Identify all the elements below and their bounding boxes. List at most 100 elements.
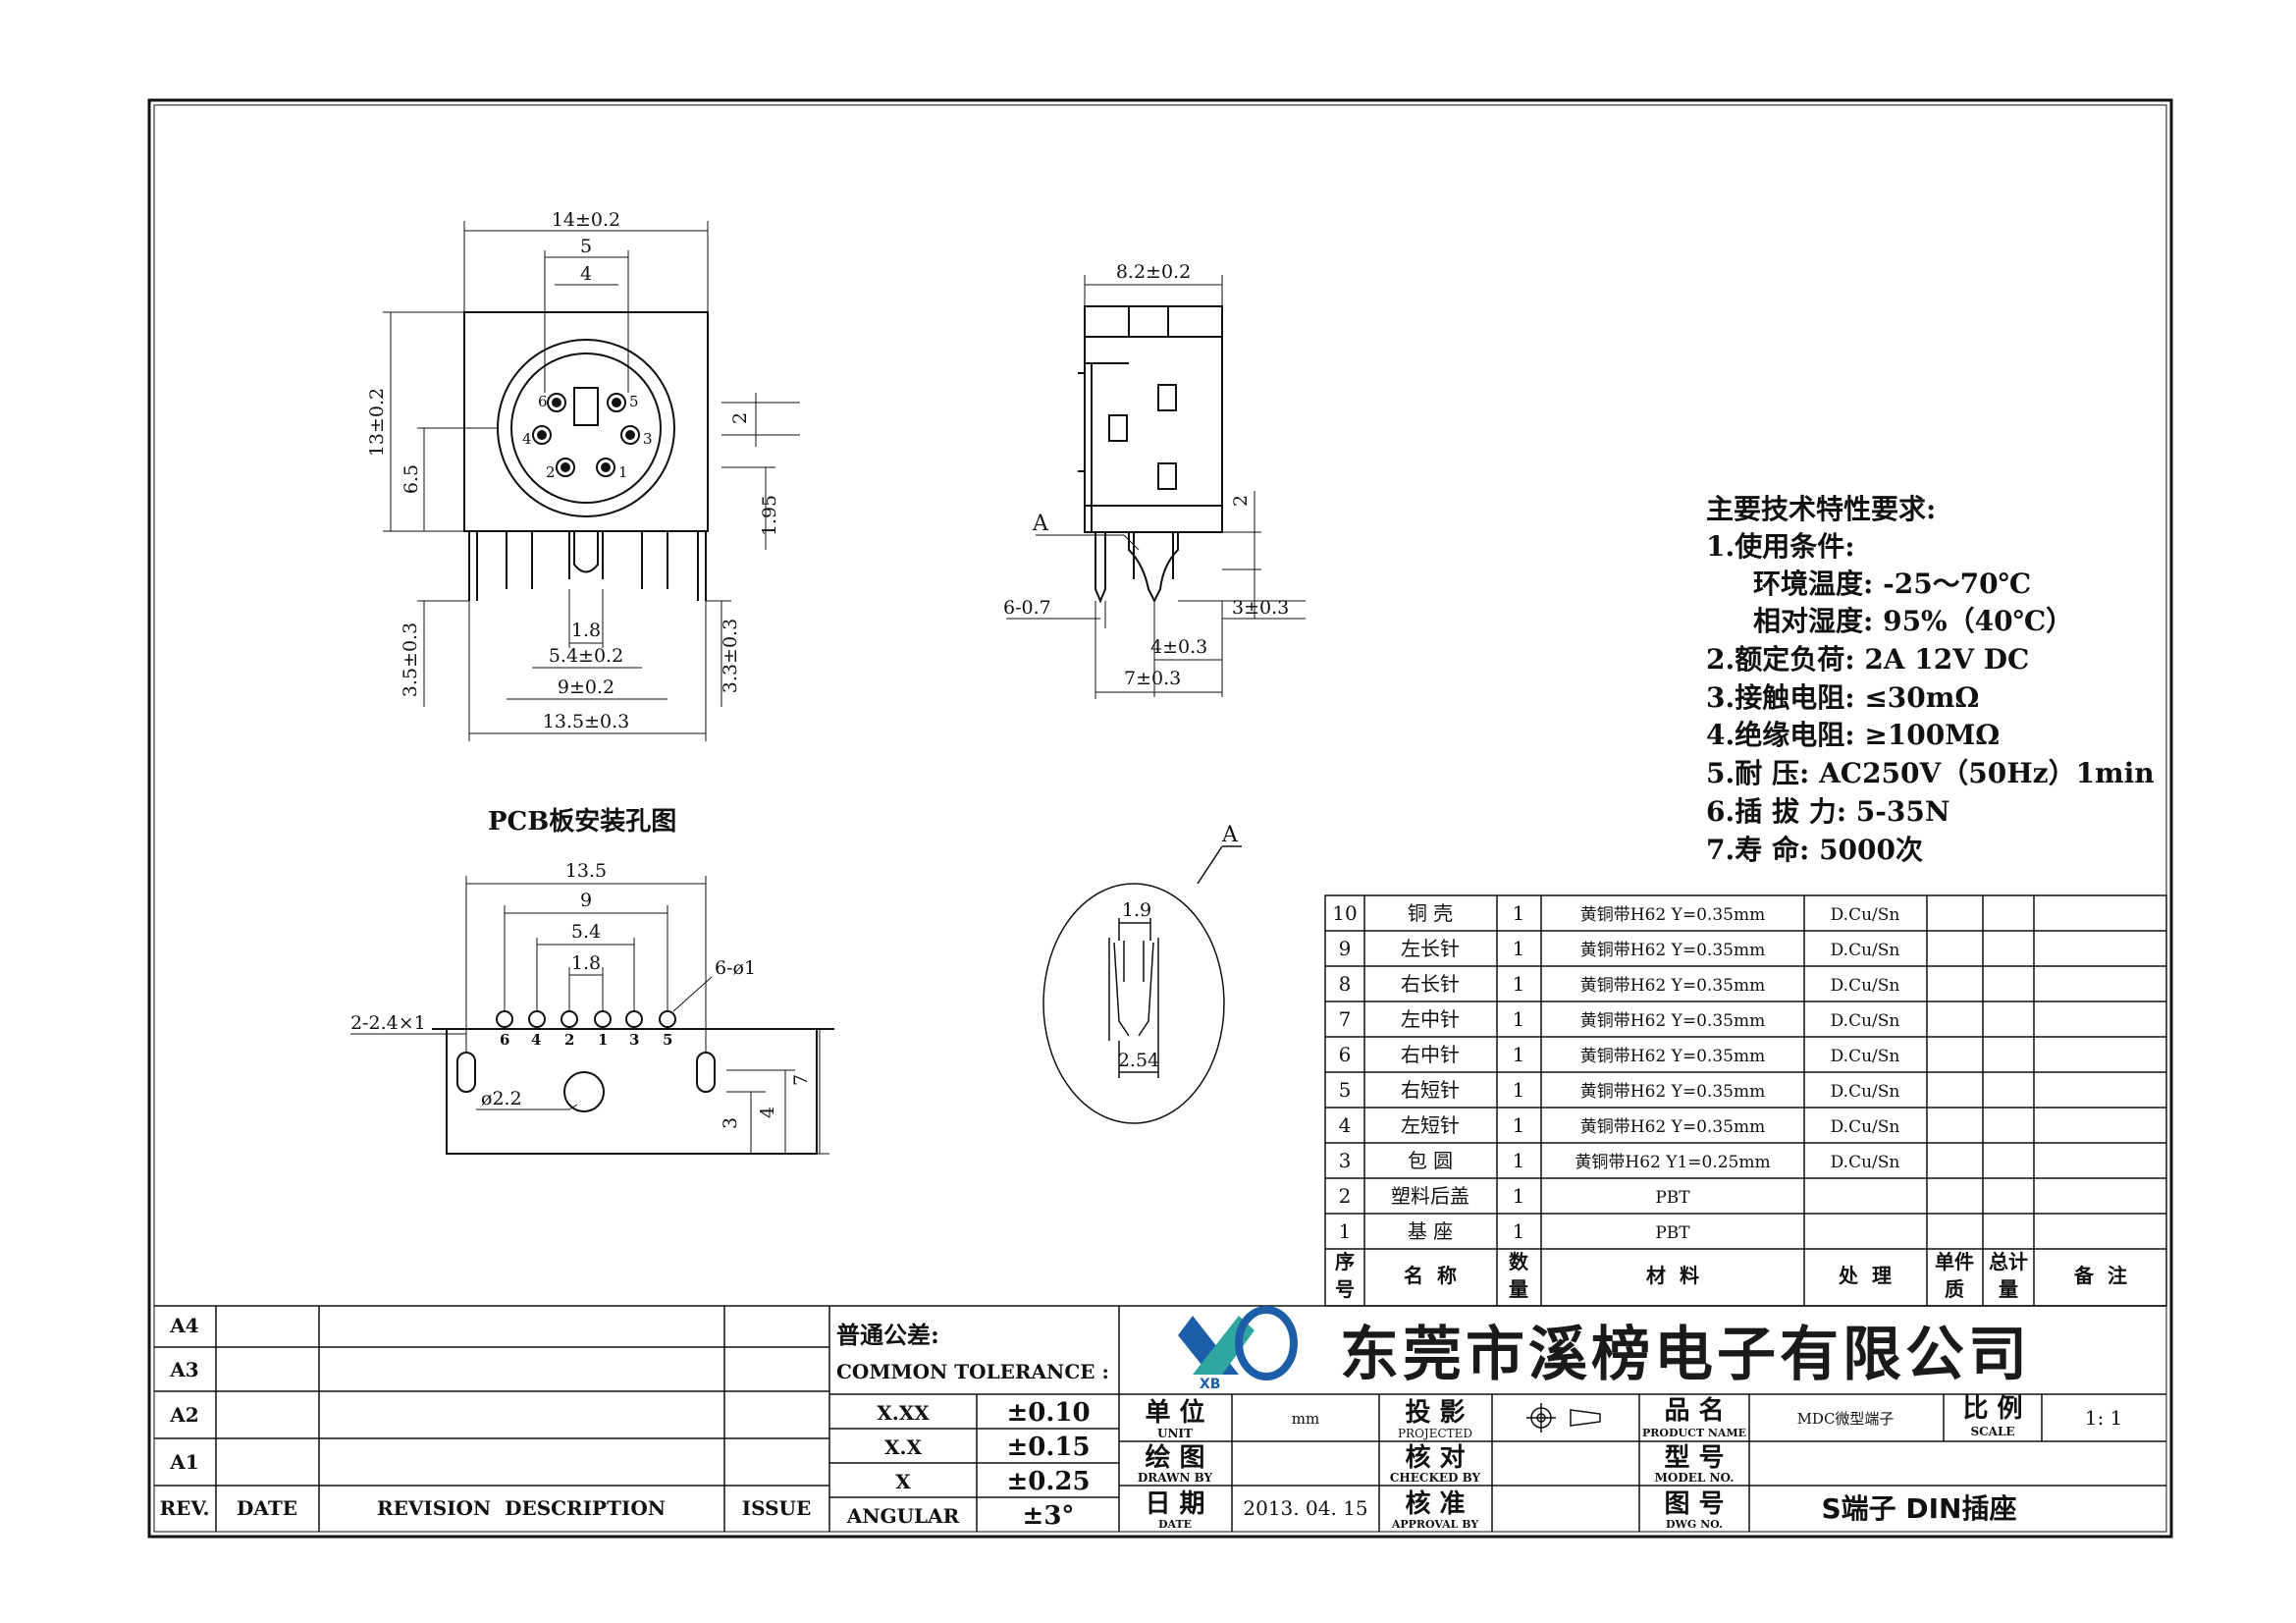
approval-label-en: APPROVAL BY <box>1391 1518 1478 1531</box>
company-logo: XB <box>1178 1306 1298 1392</box>
bom-cell-material: 黄铜带H62 Y=0.35mm <box>1580 1047 1765 1066</box>
rev-header-issue: ISSUE <box>742 1496 812 1520</box>
bom-cell-no: 3 <box>1339 1149 1352 1172</box>
bom-cell-finish: D.Cu/Sn <box>1831 1047 1900 1066</box>
side-view-labels: 8.2±0.2 A 6-0.7 2 3±0.3 4±0.3 7±0.3 <box>1003 261 1289 689</box>
model-label-en: MODEL NO. <box>1655 1471 1735 1485</box>
pcb-dim-3: 3 <box>720 1117 741 1129</box>
unit-label-en: UNIT <box>1157 1427 1193 1440</box>
bom-header: 序 号 名 称 数 量 材 料 处 理 单件 质 总计 量 备 注 <box>1335 1250 2127 1301</box>
dim-pin-span-4: 4 <box>580 263 592 285</box>
tol-val: ±0.15 <box>1006 1433 1090 1462</box>
spec-line: 环境温度: -25～70℃ <box>1753 568 2031 600</box>
bom-cell-no: 2 <box>1339 1184 1352 1208</box>
bom-cell-name: 左短针 <box>1401 1113 1460 1137</box>
dim-offset-195: 1.95 <box>759 495 780 536</box>
dim-offset-2: 2 <box>1230 495 1252 507</box>
pcb-dim-9: 9 <box>580 890 592 911</box>
bom-cell-finish: D.Cu/Sn <box>1831 905 1900 925</box>
spec-list: 主要技术特性要求: 1.使用条件: 环境温度: -25～70℃ 相对湿度: 95… <box>1706 493 2155 866</box>
bom-h-qty: 数 <box>1509 1250 1529 1273</box>
company-name: 东莞市溪榜电子有限公司 <box>1340 1321 2031 1389</box>
pcb-dim-54: 5.4 <box>571 921 601 943</box>
dim-center-height: 6.5 <box>400 464 422 494</box>
dim-depth: 8.2±0.2 <box>1116 261 1191 283</box>
bom-cell-qty: 1 <box>1513 1219 1525 1243</box>
bom-h-total-wt: 量 <box>1999 1277 2018 1301</box>
dim-left-leg: 3.5±0.3 <box>400 622 421 697</box>
bom-cell-no: 4 <box>1339 1113 1352 1137</box>
drawn-label: 绘 图 <box>1145 1442 1204 1473</box>
check-label: 核 对 <box>1405 1442 1465 1473</box>
bom-cell-name: 包 圆 <box>1408 1149 1453 1172</box>
logo-text: XB <box>1200 1377 1220 1392</box>
tol-key: ANGULAR <box>846 1504 960 1528</box>
bom-h-no: 号 <box>1335 1277 1355 1301</box>
bom-cell-material: 黄铜带H62 Y=0.35mm <box>1580 1117 1765 1137</box>
check-label-en: CHECKED BY <box>1390 1471 1481 1485</box>
spec-line: 相对湿度: 95%（40℃） <box>1753 605 2073 637</box>
date-label: 日 期 <box>1145 1489 1204 1519</box>
bom-cell-qty: 1 <box>1513 972 1525 996</box>
unit-value: mm <box>1292 1410 1319 1428</box>
sheet-border <box>147 98 2173 1539</box>
dim-width: 14±0.2 <box>552 209 620 231</box>
tolerance-subtitle: COMMON TOLERANCE : <box>836 1360 1109 1383</box>
scale-label: 比 例 <box>1962 1394 2022 1424</box>
pcb-dim-7: 7 <box>790 1074 812 1086</box>
bom-h-unit-wt: 单件 <box>1935 1250 1974 1273</box>
tol-key: X <box>895 1470 911 1493</box>
detail-a <box>1042 845 1242 1124</box>
bom-cell-name: 塑料后盖 <box>1391 1184 1469 1208</box>
revision-grid <box>154 1305 2166 1532</box>
model-label: 型 号 <box>1664 1443 1724 1473</box>
pcb-pin-holes <box>496 1010 676 1028</box>
detail-callout-a: A <box>1032 512 1049 536</box>
bom-cell-finish: D.Cu/Sn <box>1831 1117 1900 1137</box>
product-name-label: 品 名 <box>1664 1395 1724 1426</box>
spec-line: 6.插 拔 力: 5-35N <box>1706 795 1949 828</box>
tolerance-grid <box>829 1306 1120 1532</box>
product-name-value: MDC微型端子 <box>1797 1410 1895 1428</box>
bom-cell-no: 8 <box>1339 972 1352 996</box>
bom-cell-qty: 1 <box>1513 1007 1525 1031</box>
bom-cell-material: 黄铜带H62 Y1=0.25mm <box>1575 1153 1770 1172</box>
bom-cell-finish: D.Cu/Sn <box>1831 941 1900 960</box>
bom-h-total-wt: 总计 <box>1989 1250 2028 1273</box>
pin-label: 3 <box>629 1031 639 1049</box>
pin-label: 6 <box>538 393 548 410</box>
spec-line: 4.绝缘电阻: ≥100MΩ <box>1706 719 2000 751</box>
bom-cell-no: 1 <box>1339 1219 1352 1243</box>
tol-val: ±0.25 <box>1006 1467 1090 1496</box>
dim-pin-span-9: 9±0.2 <box>558 676 614 698</box>
unit-label: 单 位 <box>1145 1397 1204 1428</box>
bom-cell-material: 黄铜带H62 Y=0.35mm <box>1580 941 1765 960</box>
bom-cell-name: 铜 壳 <box>1408 901 1453 925</box>
rev-header: REV. <box>160 1496 210 1520</box>
rev-row-label: A1 <box>169 1450 198 1474</box>
bom-cell-finish: D.Cu/Sn <box>1831 1082 1900 1102</box>
bom-cell-qty: 1 <box>1513 1113 1525 1137</box>
bom-cell-no: 6 <box>1339 1043 1352 1066</box>
rev-row-label: A4 <box>169 1314 199 1337</box>
pin-label: 3 <box>643 430 653 448</box>
dim-pitch-7: 7±0.3 <box>1124 668 1181 689</box>
bom-h-no: 序 <box>1335 1250 1355 1273</box>
scale-label-en: SCALE <box>1970 1425 2014 1438</box>
bom-cell-no: 10 <box>1332 901 1357 925</box>
bom-cell-no: 7 <box>1339 1007 1352 1031</box>
tolerance-title: 普通公差: <box>836 1321 939 1349</box>
pin-label: 1 <box>598 1031 608 1049</box>
pin-label: 1 <box>618 463 628 481</box>
dim-leg-len: 3±0.3 <box>1232 597 1289 619</box>
spec-line: 2.额定负荷: 2A 12V DC <box>1706 643 2029 676</box>
bom-h-name: 名 称 <box>1404 1264 1457 1287</box>
bom-h-material: 材 料 <box>1646 1264 1699 1287</box>
bom-cell-finish: D.Cu/Sn <box>1831 976 1900 996</box>
tol-val: ±0.10 <box>1006 1398 1090 1428</box>
